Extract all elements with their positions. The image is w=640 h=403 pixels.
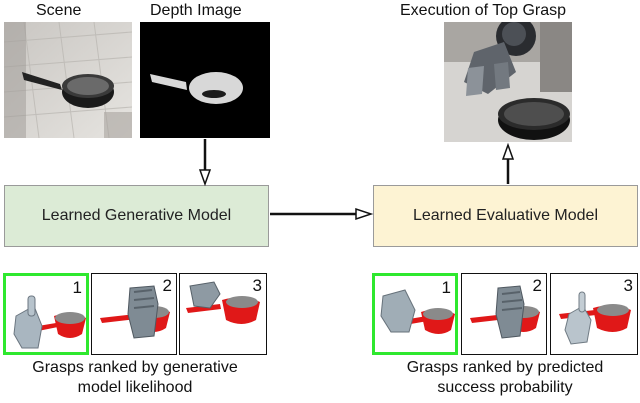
right-grasp-tile-2: 2 (461, 273, 547, 355)
left-grasp-rank-2: 2 (162, 276, 172, 295)
right-grasp-tile-3: 3 (550, 273, 638, 355)
right-caption-line-2: success probability (437, 379, 573, 396)
scene-label: Scene (36, 2, 82, 19)
evaluative-model-box: Learned Evaluative Model (373, 185, 638, 247)
left-grasp-rank-3: 3 (252, 276, 262, 295)
left-grasp-tile-1: 1 (3, 273, 89, 355)
depth-image-label: Depth Image (150, 2, 242, 19)
right-caption-line-1: Grasps ranked by predicted (406, 359, 604, 376)
left-grasp-tile-2: 2 (91, 273, 177, 355)
left-caption-line-2: model likelihood (77, 379, 193, 396)
execution-label: Execution of Top Grasp (400, 2, 567, 19)
right-grasp-rank-2: 2 (532, 276, 542, 295)
left-caption-line-1: Grasps ranked by generative (32, 359, 238, 376)
right-grasp-rank-1: 1 (441, 278, 451, 297)
generative-model-box: Learned Generative Model (4, 185, 269, 247)
depth-image (140, 22, 270, 138)
left-grasp-rank-1: 1 (72, 278, 82, 297)
execution-image (444, 22, 572, 142)
right-grasp-rank-3: 3 (623, 276, 633, 295)
left-grasp-tile-3: 3 (179, 273, 267, 355)
right-grasp-tile-1: 1 (372, 273, 458, 355)
right-grasps-caption: Grasps ranked by predicted success proba… (370, 358, 640, 398)
left-grasps-caption: Grasps ranked by generative model likeli… (0, 358, 270, 398)
scene-image (4, 22, 132, 138)
